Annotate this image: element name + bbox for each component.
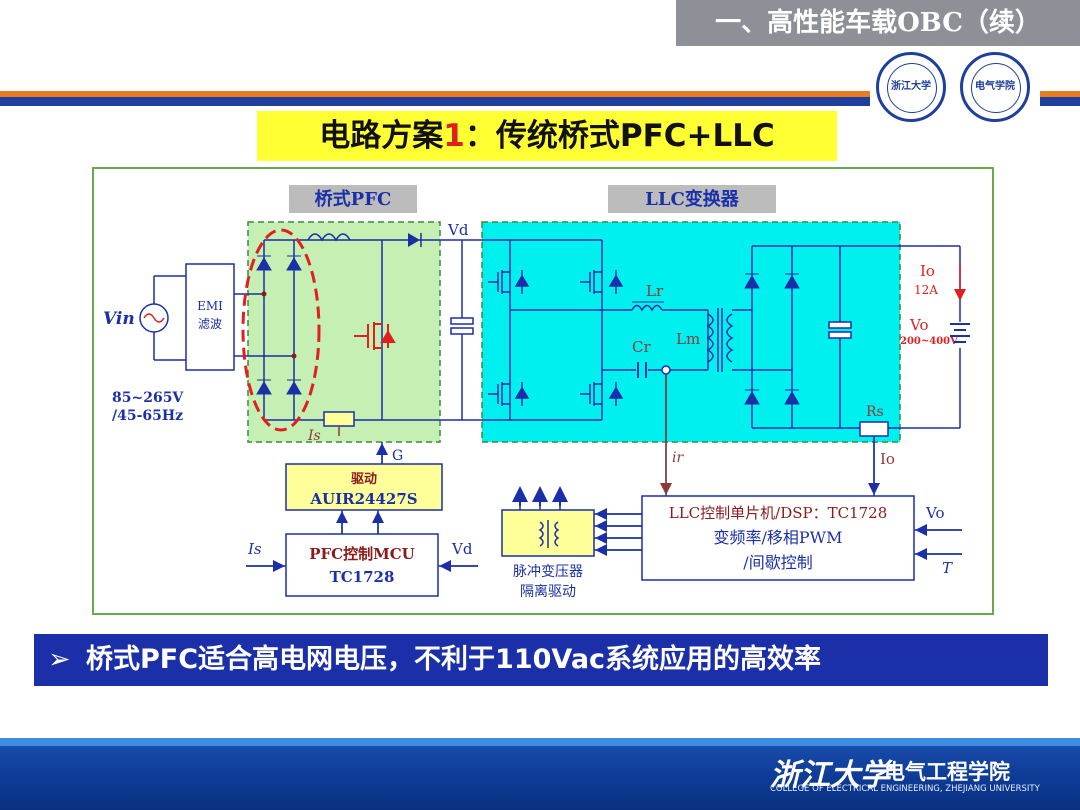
pfc-region [247, 221, 441, 443]
emi-filter-box [185, 263, 235, 371]
footer-english-name: COLLEGE OF ELECTRICAL ENGINEERING, ZHEJI… [770, 784, 1040, 794]
driver-label: 驱动 [351, 472, 377, 487]
lm-label: Lm [676, 330, 700, 348]
ir-label: ir [672, 450, 684, 466]
llc-burst-label: /间歇控制 [743, 553, 812, 572]
seal-ring-icon [971, 63, 1021, 113]
zju-seal-logo: 浙江大学 [876, 52, 946, 122]
footer-stripe [0, 738, 1080, 746]
bridge-highlight-ellipse [241, 228, 321, 432]
is-input-label: Is [247, 540, 262, 558]
boost-diode-icon [408, 233, 420, 247]
io-label: Io [920, 262, 935, 280]
pfc-inductor-icon [307, 233, 351, 242]
diode-icon [256, 257, 272, 271]
pulse-transformer-label: 脉冲变压器 [513, 564, 583, 580]
college-seal-logo: 电气学院 [960, 52, 1030, 122]
pfc-section-label: 桥式PFC [315, 188, 392, 210]
slide-header-title: 一、高性能车载OBC（续） [676, 0, 1080, 46]
pfc-sense-resistor [323, 411, 355, 427]
output-sense-resistor [859, 421, 889, 437]
input-range-label: 85~265V [112, 390, 184, 406]
emi-filter-label: 滤波 [198, 317, 222, 331]
vo-range-label: 200~400V [900, 336, 958, 347]
llc-section-header [608, 185, 776, 213]
driver-box [285, 463, 443, 511]
bullet-arrow-icon: ➢ [48, 644, 71, 675]
vo-input-label: Vo [925, 504, 945, 522]
logo1-text: 浙江大学 [891, 81, 931, 92]
header-band-orange [0, 91, 870, 97]
logo2-text: 电气学院 [975, 81, 1015, 92]
llc-section-label: LLC变换器 [645, 188, 740, 210]
llc-mosfet-icon [488, 382, 530, 406]
transformer-primary-icon [706, 313, 714, 363]
vin-label: Vin [103, 309, 135, 329]
cr-label: Cr [632, 338, 651, 356]
conclusion-text: 桥式PFC适合高电网电压，不利于110Vac系统应用的高效率 [86, 644, 822, 675]
footer-department-name: 电气工程学院 [884, 760, 1010, 784]
driver-chip-label: AUIR24427S [309, 490, 417, 508]
llc-controller-label: LLC控制单片机/DSP：TC1728 [669, 504, 888, 522]
llc-controller-box [641, 495, 915, 581]
llc-mosfet-icon [580, 382, 624, 406]
header-band-orange-right [1040, 91, 1080, 97]
diode-icon [286, 381, 302, 395]
emi-label: EMI [197, 299, 223, 313]
circuit-diagram-frame: 桥式PFC LLC变换器 [92, 167, 994, 615]
pfc-section-header [289, 185, 417, 213]
pulse-transformer-icon [538, 521, 544, 547]
isolated-drive-label: 隔离驱动 [520, 583, 576, 600]
diode-icon [256, 381, 272, 395]
current-sense-icon [661, 365, 671, 375]
rectifier-diode-icon [784, 391, 800, 405]
title-suffix: ：传统桥式PFC+LLC [464, 118, 775, 154]
transformer-secondary-icon [726, 313, 734, 363]
temperature-input-label: T [942, 559, 953, 577]
footer-band [0, 738, 1080, 810]
gate-label: G [392, 448, 403, 464]
llc-mosfet-icon [488, 270, 530, 294]
vo-label: Vo [909, 316, 929, 334]
lr-label: Lr [646, 282, 664, 300]
battery-icon [950, 323, 970, 343]
conclusion-banner: ➢ 桥式PFC适合高电网电压，不利于110Vac系统应用的高效率 [34, 634, 1048, 686]
resonant-inductor-icon [631, 304, 663, 312]
pfc-mosfet-icon [354, 322, 396, 350]
pfc-mcu-box [285, 533, 439, 597]
io-sense-label: Io [880, 450, 895, 468]
is-sense-label: Is [307, 428, 321, 444]
pfc-mcu-chip: TC1728 [330, 568, 395, 586]
diode-icon [286, 257, 302, 271]
title-prefix: 电路方案 [319, 118, 444, 154]
vd-input-label: Vd [451, 540, 473, 558]
pfc-mcu-label: PFC控制MCU [309, 545, 415, 563]
title-number: 1 [443, 118, 465, 154]
rs-label: Rs [866, 404, 884, 420]
llc-modulation-label: 变频率/移相PWM [714, 528, 843, 547]
io-value: 12A [914, 283, 938, 297]
footer-university-logo: 浙江大学 [770, 758, 890, 793]
vd-label: Vd [447, 221, 469, 239]
header-band-blue-right [1040, 97, 1080, 106]
circuit-diagram: 桥式PFC LLC变换器 [103, 185, 970, 600]
rectifier-diode-icon [744, 391, 760, 405]
input-freq-label: /45-65Hz [112, 408, 183, 424]
output-capacitor-icon [828, 321, 852, 329]
seal-ring-icon [887, 63, 937, 113]
header-band-blue [0, 97, 870, 106]
dc-link-capacitor-icon [450, 317, 474, 325]
llc-mosfet-icon [580, 270, 624, 294]
rectifier-diode-icon [744, 275, 760, 289]
slide-title: 电路方案1：传统桥式PFC+LLC [257, 111, 837, 161]
rectifier-diode-icon [784, 275, 800, 289]
sine-wave-icon [143, 313, 165, 323]
